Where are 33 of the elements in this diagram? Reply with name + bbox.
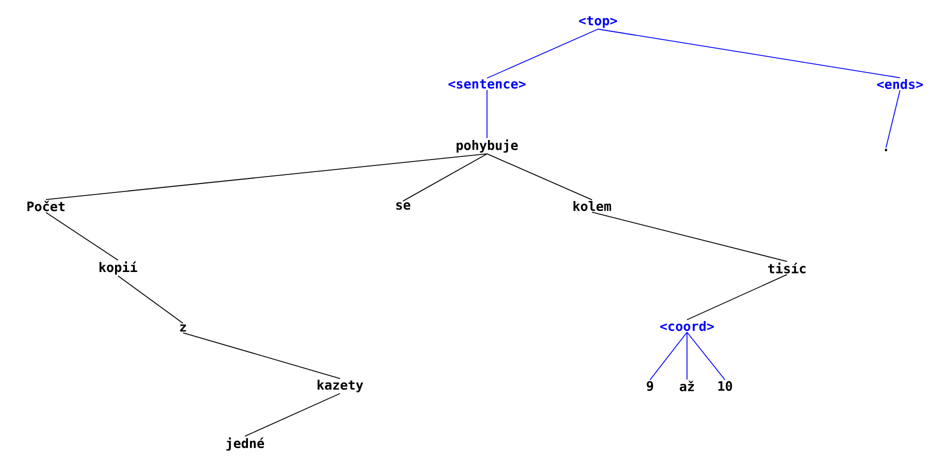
tree-line [886, 90, 900, 148]
tree-line [592, 212, 788, 262]
word-label: kolem [574, 200, 612, 212]
tree-line [598, 28, 900, 78]
tree-line [486, 28, 598, 79]
tag-label: <top> [579, 16, 617, 28]
word-label: až [680, 380, 694, 392]
word-label: pohybuje [456, 139, 518, 153]
tree-line [486, 153, 592, 200]
word-label: tisíc [768, 262, 806, 274]
tree-line [182, 332, 340, 379]
tree-line [650, 332, 688, 380]
word-label: Počet [27, 200, 65, 212]
tag-label: <ends> [877, 78, 923, 90]
tag-label: <coord> [660, 320, 714, 332]
word-label: kopií [100, 261, 138, 275]
word-label: . [884, 148, 888, 152]
tree-line [118, 275, 184, 324]
tree-line [402, 153, 488, 202]
tree-line [244, 393, 340, 437]
tree-line [46, 212, 118, 261]
word-label: 10 [718, 381, 732, 391]
tree-line [686, 332, 688, 380]
word-label: z [180, 324, 186, 332]
tree-line [46, 153, 488, 200]
tag-label: <sentence> [448, 79, 526, 89]
word-label: se [396, 202, 410, 210]
word-label: jedné [226, 437, 264, 451]
word-label: kazety [318, 380, 364, 392]
word-label: 9 [646, 381, 654, 391]
tree-line [686, 274, 788, 320]
tree-line [486, 89, 488, 139]
tree-line [686, 332, 726, 380]
